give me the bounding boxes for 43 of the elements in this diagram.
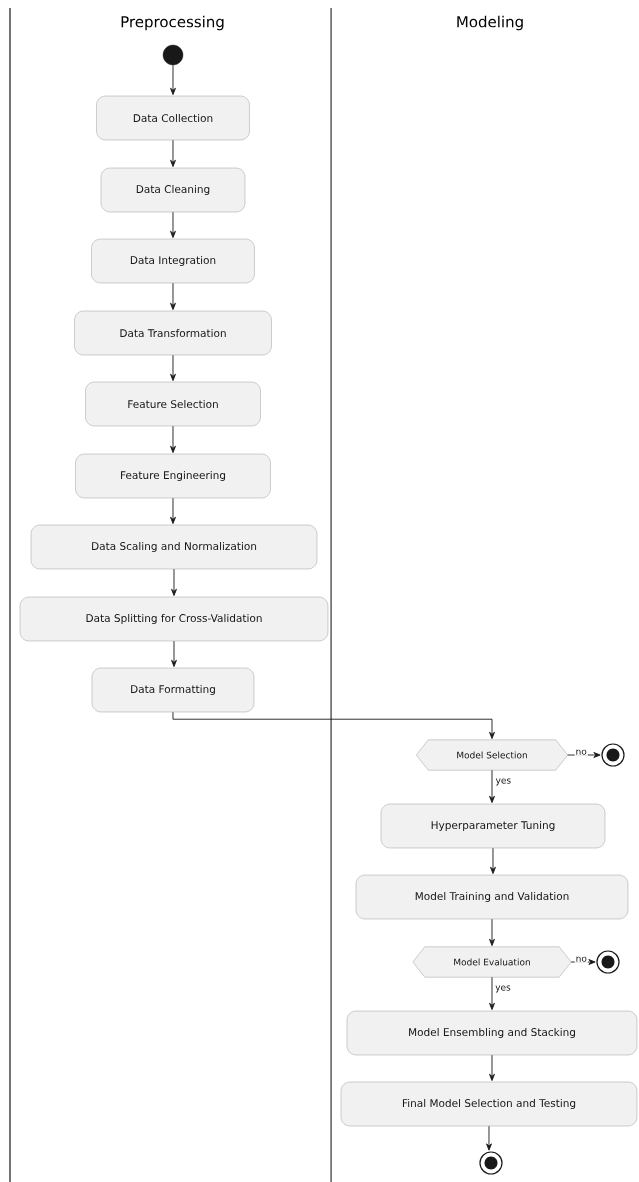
arrow: [489, 1054, 495, 1081]
activity-box: Feature Engineering: [75, 453, 271, 499]
arrow: [171, 640, 177, 668]
activity-box: Model Training and Validation: [355, 874, 629, 920]
arrow: [170, 425, 176, 453]
lane-title: Modeling: [457, 15, 523, 31]
arrow: [489, 769, 495, 803]
edge-label: no: [574, 955, 588, 963]
decision-hexagon: Model Evaluation: [412, 946, 572, 978]
start-dot: [162, 44, 184, 66]
arrow: [170, 497, 176, 524]
activity-box: Feature Selection: [85, 381, 261, 427]
edge-label: no: [574, 748, 588, 756]
activity-box: Final Model Selection and Testing: [340, 1081, 638, 1127]
lane-title: Preprocessing: [121, 15, 224, 31]
activity-box: Data Integration: [91, 238, 255, 284]
end-symbol: [479, 1151, 503, 1175]
activity-box: Hyperparameter Tuning: [380, 803, 606, 849]
arrow: [170, 354, 176, 381]
activity-box: Data Cleaning: [100, 167, 246, 213]
end-symbol: [596, 950, 620, 974]
activity-box: Data Splitting for Cross-Validation: [19, 596, 329, 642]
arrow: [486, 1125, 492, 1151]
arrow: [489, 976, 495, 1010]
decision-hexagon: Model Selection: [416, 739, 568, 771]
arrow: [490, 847, 496, 874]
arrow: [170, 282, 176, 310]
activity-box: Data Formatting: [91, 667, 255, 713]
edge-label: yes: [494, 984, 512, 994]
arrow: [171, 568, 177, 596]
arrow: [567, 752, 601, 758]
activity-box: Data Collection: [96, 95, 250, 141]
edge-label: yes: [494, 777, 513, 787]
arrow: [570, 959, 596, 965]
arrow: [170, 139, 176, 167]
arrow: [172, 711, 495, 739]
arrow: [170, 64, 176, 95]
activity-box: Data Scaling and Normalization: [30, 524, 318, 570]
arrow: [489, 918, 495, 946]
end-symbol: [601, 743, 625, 767]
activity-box: Model Ensembling and Stacking: [346, 1010, 638, 1056]
activity-box: Data Transformation: [74, 310, 272, 356]
arrow: [170, 211, 176, 238]
